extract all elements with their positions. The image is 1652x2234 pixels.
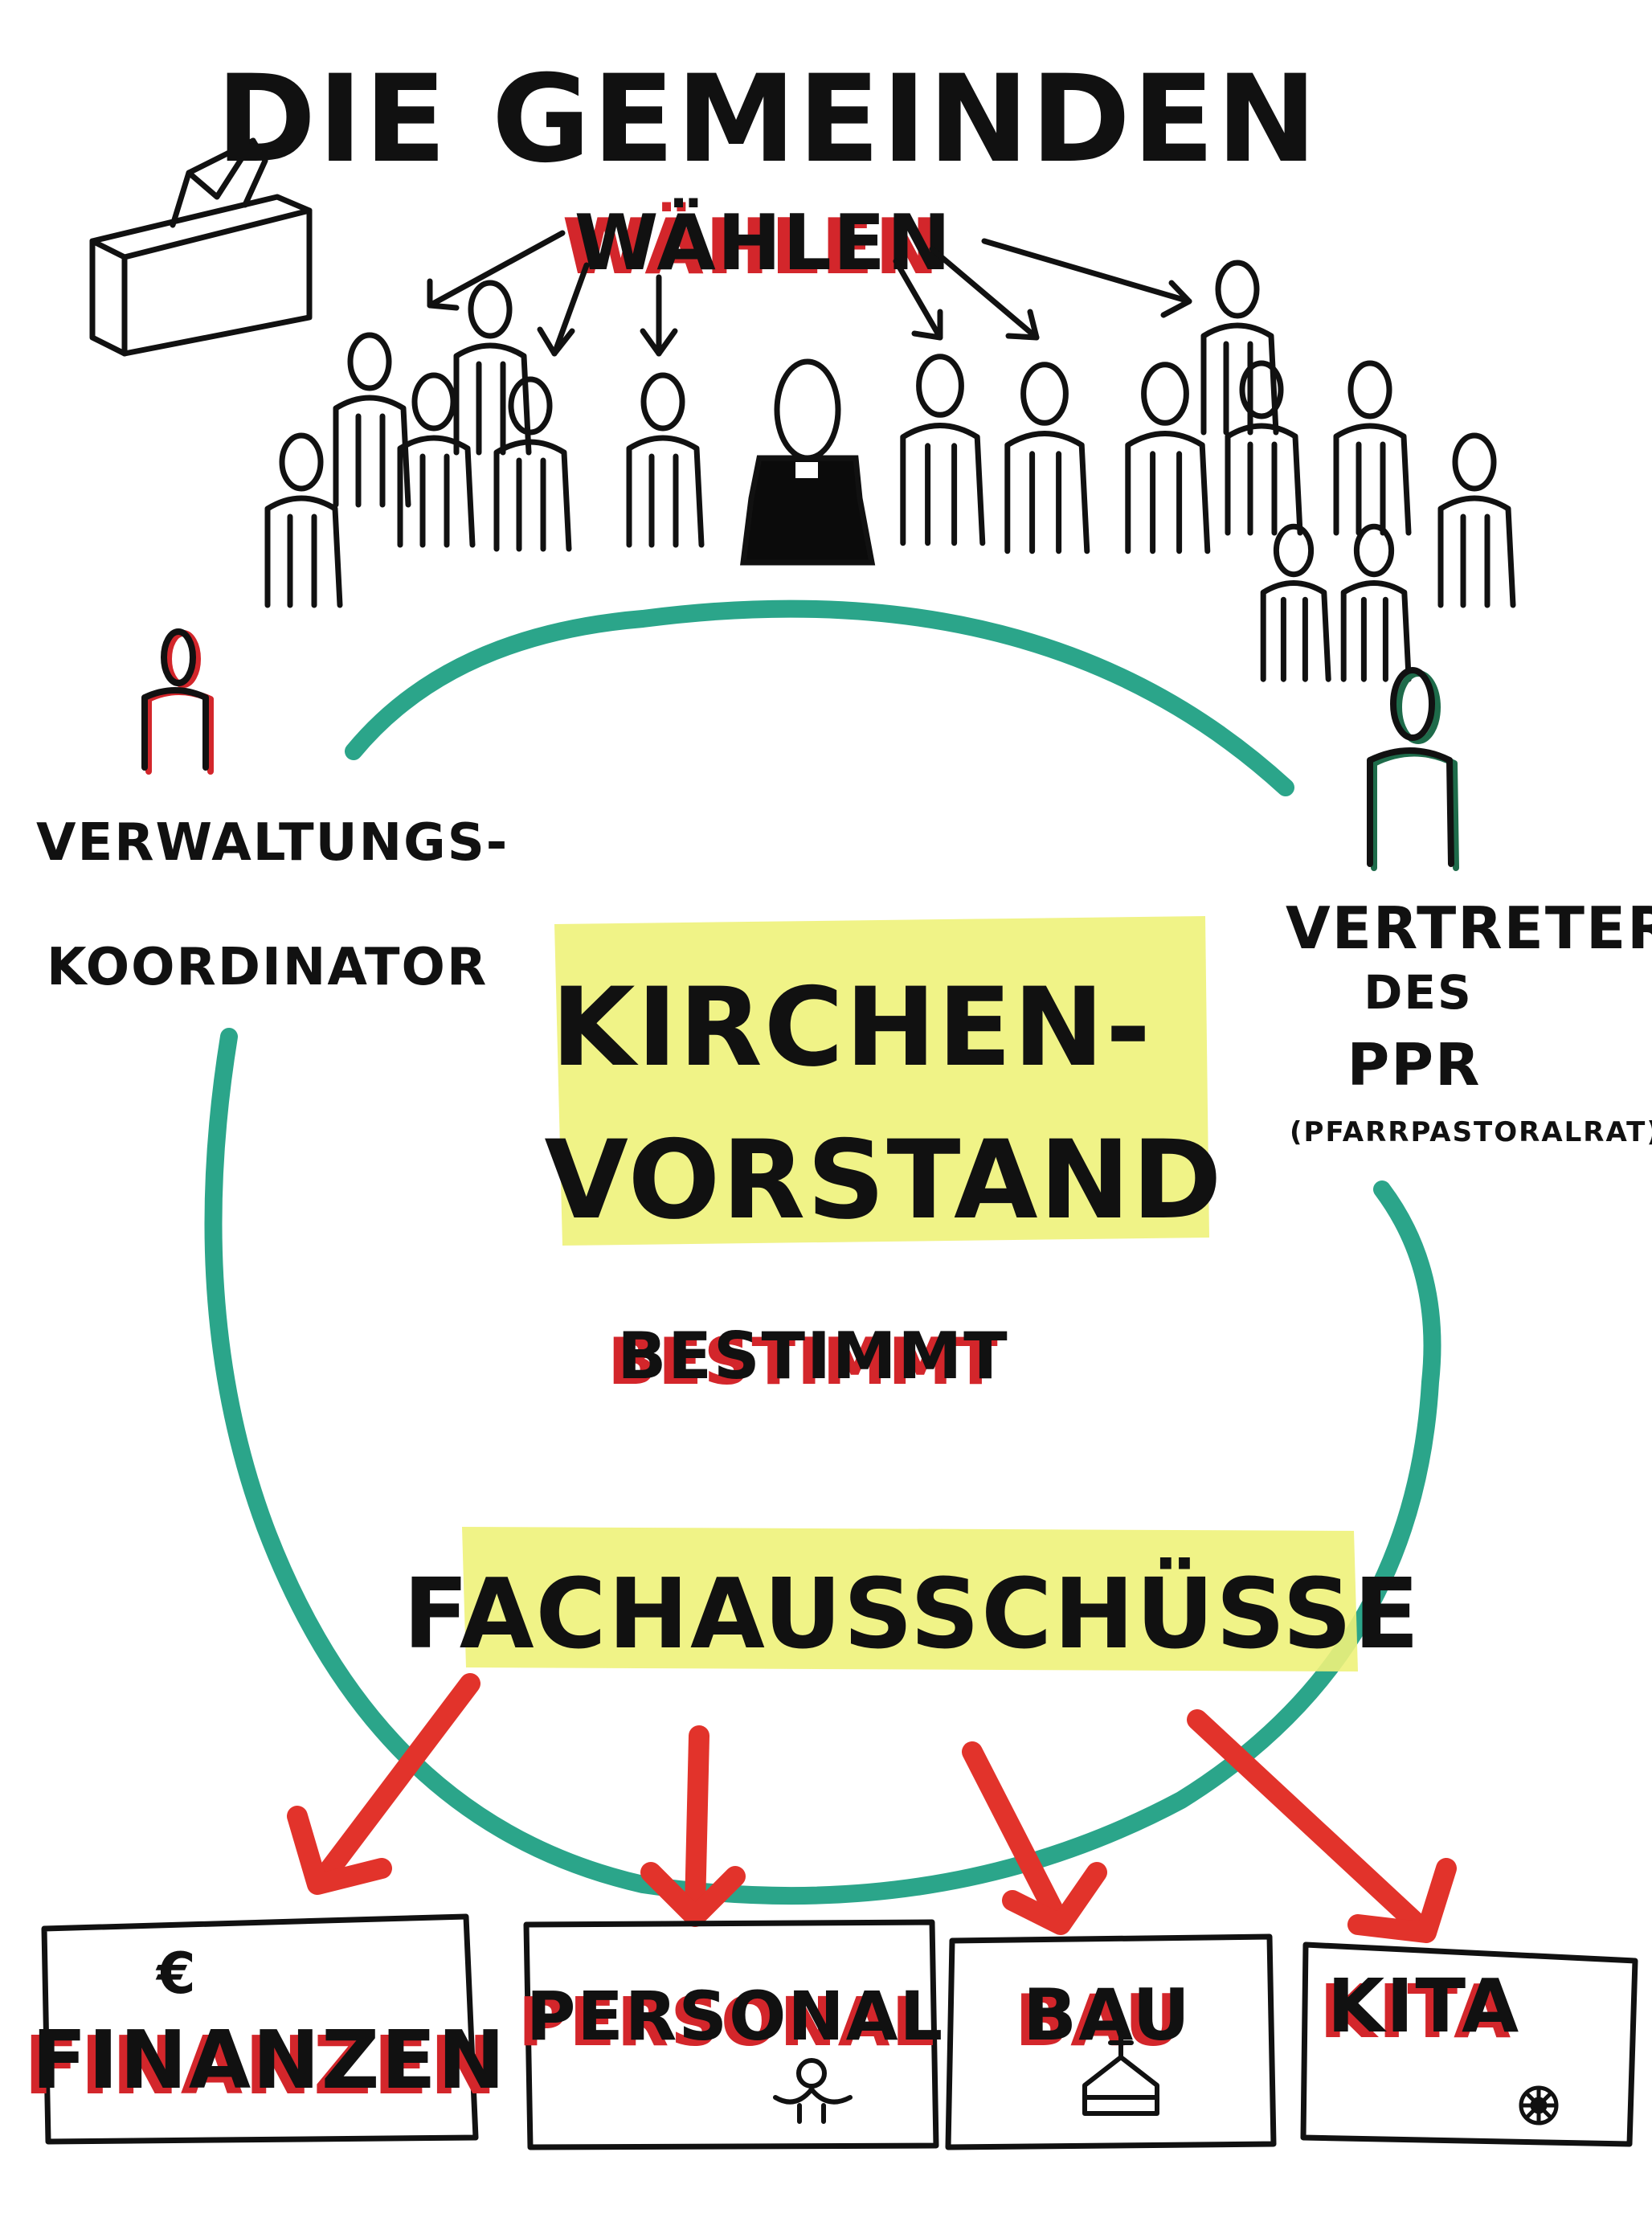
congregation-person-icon bbox=[900, 354, 986, 546]
right-role-line1: VERTRETER bbox=[1286, 894, 1652, 962]
fachausschuesse-heading: FACHAUSSCHÜSSE bbox=[403, 1558, 1421, 1671]
right-role-line2: DES bbox=[1364, 965, 1473, 1020]
committee-bau-label: BAU bbox=[1023, 1974, 1192, 2056]
congregation-people bbox=[264, 260, 1516, 682]
committee-personal: PERSONAL PERSONAL bbox=[518, 1919, 944, 2150]
committee-bau-shadow: BAU bbox=[1015, 1979, 1184, 2062]
verb-top: WÄHLEN WÄHLEN bbox=[562, 198, 953, 292]
congregation-person-icon bbox=[264, 432, 343, 608]
committee-finanzen-shadow: FINANZEN bbox=[24, 2019, 499, 2113]
verb-top-text: WÄHLEN bbox=[575, 198, 953, 288]
congregation-person-icon bbox=[1225, 360, 1303, 536]
diagram-title: DIE GEMEINDEN bbox=[216, 50, 1319, 190]
kirchenvorstand-line2: VORSTAND bbox=[544, 1117, 1223, 1243]
committee-kita-shadow: KITA bbox=[1319, 1969, 1512, 2055]
verb-middle: BESTIMMT BESTIMMT bbox=[607, 1319, 1008, 1399]
council-circle bbox=[204, 599, 1441, 1905]
verb-middle-text: BESTIMMT bbox=[617, 1319, 1008, 1393]
fachausschuesse-highlight bbox=[462, 1527, 1358, 1671]
congregation-person-icon bbox=[1200, 260, 1279, 436]
congregation-person-icon bbox=[1004, 362, 1090, 554]
congregation-person-icon bbox=[1333, 360, 1412, 536]
committee-bau: BAU BAU bbox=[945, 1933, 1277, 2150]
committee-kita: KITA KITA bbox=[1300, 1941, 1638, 2147]
congregation-person-icon bbox=[333, 332, 411, 508]
verb-middle-shadow: BESTIMMT bbox=[607, 1324, 999, 1399]
ppr-representative-icon bbox=[1367, 667, 1459, 871]
vote-arrows bbox=[427, 230, 1192, 357]
euro-icon: € bbox=[155, 1941, 198, 2007]
committee-finanzen: € FINANZEN FINANZEN bbox=[24, 1913, 507, 2145]
left-role-line1: VERWALTUNGS- bbox=[36, 813, 509, 873]
verb-top-shadow: WÄHLEN bbox=[562, 202, 941, 292]
congregation-person-icon bbox=[493, 376, 572, 552]
right-role-line4: (PFARRPASTORALRAT) bbox=[1290, 1116, 1652, 1148]
committee-personal-label: PERSONAL bbox=[526, 1977, 944, 2056]
congregation-person-icon bbox=[453, 280, 532, 456]
church-icon bbox=[1082, 2031, 1159, 2116]
coordinator-person-icon bbox=[141, 628, 214, 775]
right-role-line3: PPR bbox=[1347, 1031, 1482, 1099]
congregation-person-icon bbox=[1125, 362, 1211, 554]
committee-finanzen-label: FINANZEN bbox=[32, 2013, 507, 2107]
kirchenvorstand-highlight bbox=[554, 916, 1209, 1246]
ballot-box-icon bbox=[89, 137, 313, 357]
committee-arrows bbox=[287, 1673, 1457, 1943]
congregation-person-icon bbox=[397, 372, 476, 548]
person-icon bbox=[773, 2058, 853, 2124]
pastor-icon bbox=[740, 358, 876, 566]
kirchenvorstand-line1: KIRCHEN- bbox=[551, 964, 1152, 1090]
congregation-person-icon bbox=[626, 372, 705, 548]
left-role-line2: KOORDINATOR bbox=[47, 938, 488, 997]
committee-personal-shadow: PERSONAL bbox=[518, 1982, 936, 2061]
flower-icon bbox=[1519, 2085, 1559, 2126]
committee-kita-label: KITA bbox=[1327, 1963, 1520, 2049]
congregation-person-icon bbox=[1340, 523, 1412, 682]
congregation-person-icon bbox=[1260, 523, 1331, 682]
congregation-person-icon bbox=[1437, 432, 1516, 608]
